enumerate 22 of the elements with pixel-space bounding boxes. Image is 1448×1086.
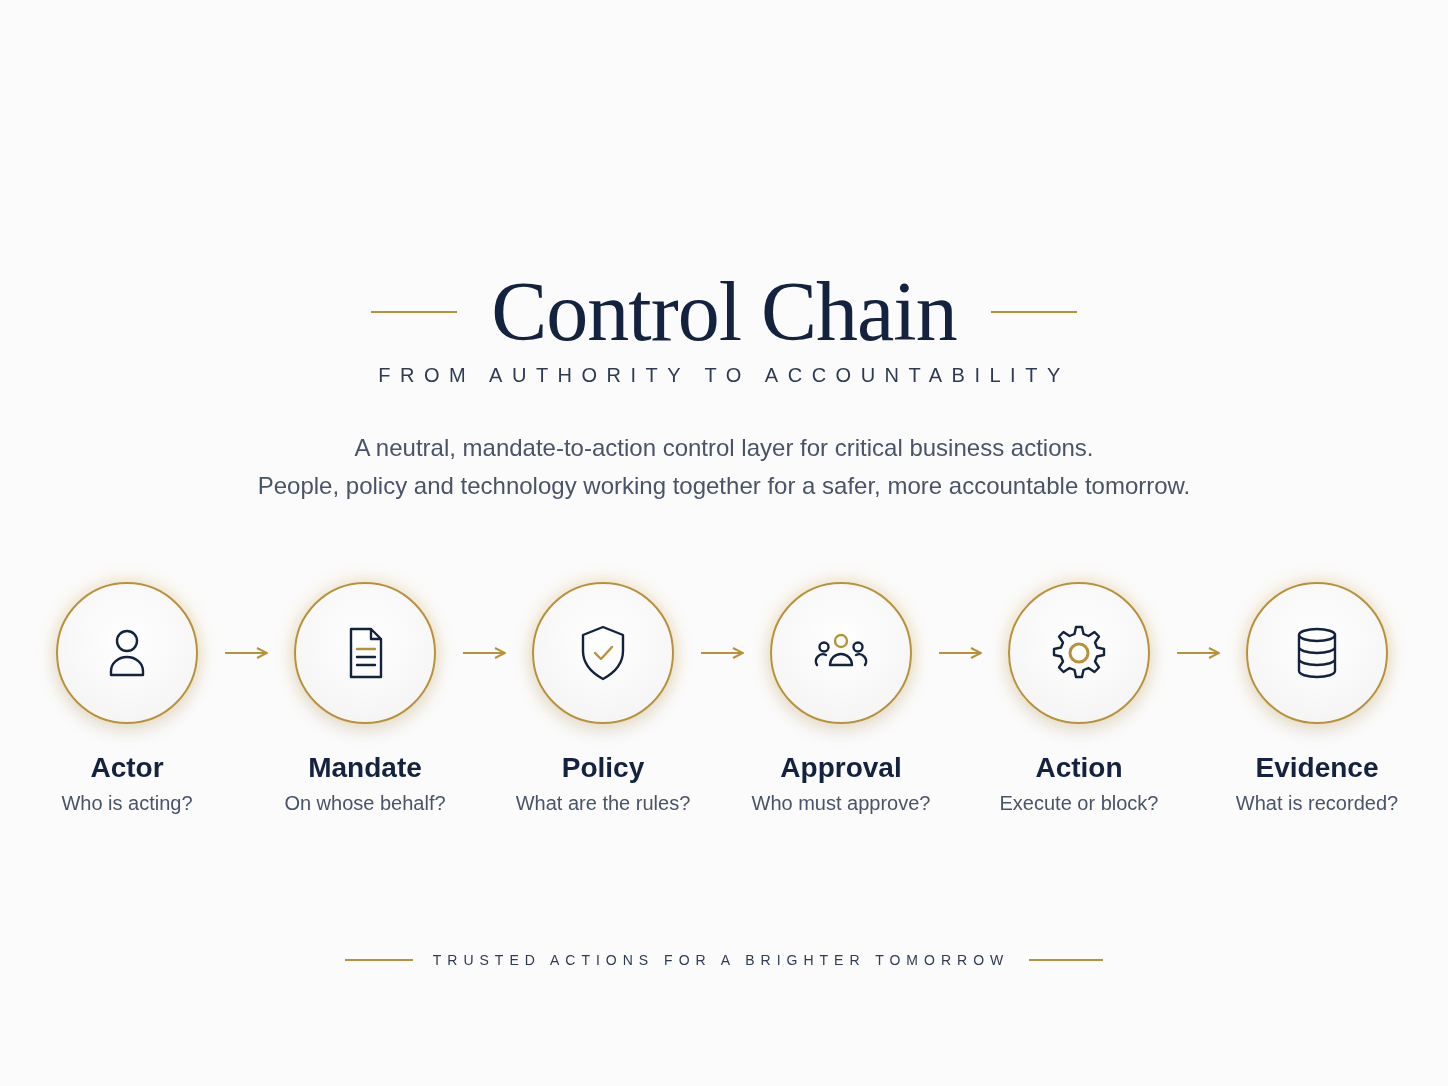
arrow [700,647,744,659]
step-question: On whose behalf? [284,792,446,815]
step-question: Who must approve? [751,792,931,815]
subtitle: FROM AUTHORITY TO ACCOUNTABILITY [378,364,1070,386]
tagline: TRUSTED ACTIONS FOR A BRIGHTER TOMORROW [432,952,1010,968]
arrow [1176,647,1220,659]
arrow [462,647,506,659]
step-question: What are the rules? [515,792,691,815]
description-text: A neutral, mandate-to-action control layer for critical business actions. [354,434,1094,461]
step-title: Action [1035,752,1123,784]
arrow [938,647,982,659]
arrow [224,647,268,659]
description-text: People, policy and technology working together for a safer, more accountable tomorrow. [257,472,1191,499]
step-question: What is recorded? [1235,792,1399,815]
step-question: Who is acting? [61,792,193,815]
step-title: Policy [561,752,645,784]
step-title: Actor [90,752,164,784]
step-title: Approval [780,752,902,784]
title: Control Chain [491,264,957,360]
step-title: Mandate [308,752,422,784]
step-title: Evidence [1255,752,1379,784]
step-question: Execute or block? [999,792,1159,815]
